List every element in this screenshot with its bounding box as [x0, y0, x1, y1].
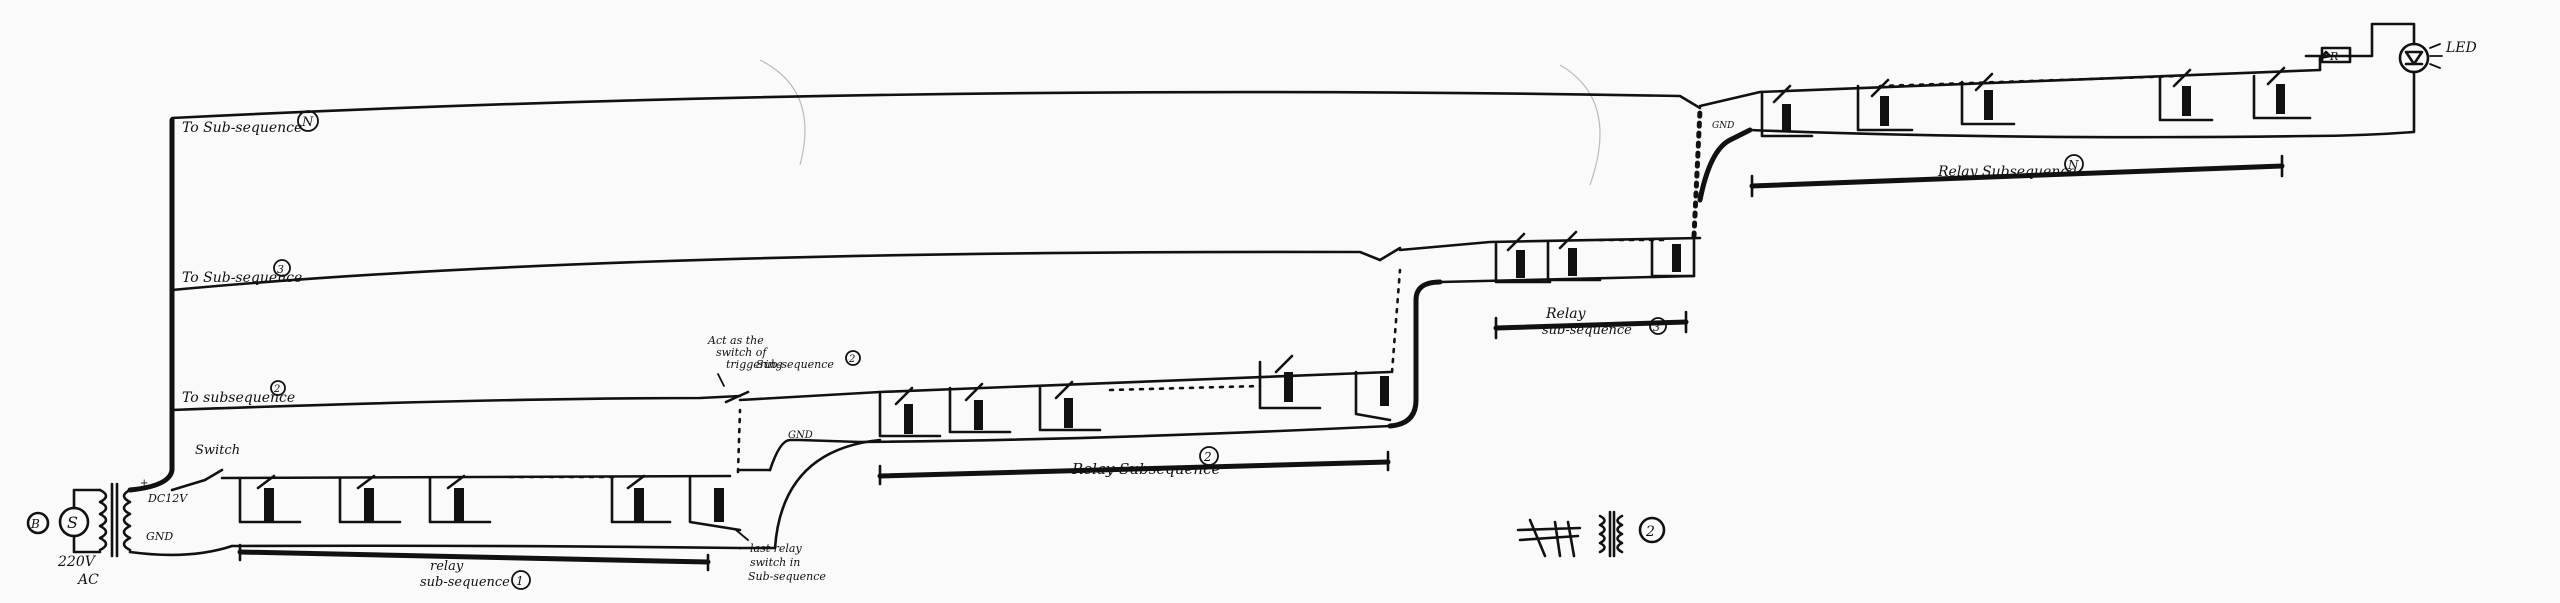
led-icon — [2398, 42, 2430, 74]
page-stamp: 2 — [1516, 510, 1666, 558]
seq-n-number-circle — [297, 110, 319, 132]
trigger-note-2: switch of — [716, 346, 768, 359]
stamp-transformer-icon — [1598, 510, 1624, 558]
seq3-trigger-switch-icon — [1378, 246, 1402, 262]
relay-icon — [2252, 66, 2312, 120]
relay-subsequence-3: Relay sub-sequence 3 — [1378, 230, 1702, 429]
seq3-label-line1: Relay — [1545, 306, 1587, 322]
svg-text:N: N — [301, 115, 314, 130]
ac-voltage-label: 220V — [57, 554, 97, 570]
relay-subsequence-n: GND Relay Subsequence N — [1691, 50, 2332, 239]
feed-to-seq-3-label: To Sub-sequence — [182, 270, 302, 286]
relay-icon — [1760, 84, 1814, 138]
svg-text:2: 2 — [848, 354, 855, 365]
relay-icon — [688, 476, 742, 532]
relay-icon — [878, 386, 942, 438]
gnd-top-label: GND — [1712, 121, 1734, 131]
main-bus — [127, 117, 175, 493]
svg-text:1: 1 — [516, 574, 524, 588]
relay-subsequence-2: GND Relay Subsequence 2 — [738, 354, 1392, 550]
bleed-through-arc — [759, 59, 806, 166]
relay-icon — [1650, 238, 1696, 278]
trigger-switch: Act as the switch of triggering Sub-sequ… — [707, 334, 861, 583]
feed-to-seq-2-label: To subsequence — [182, 390, 295, 406]
led-label: LED — [2445, 40, 2477, 56]
seq3-number-circle — [1649, 317, 1667, 335]
seq2-label: Relay Subsequence — [1071, 460, 1220, 478]
relay-icon — [1856, 78, 1914, 132]
transformer-primary-icon — [98, 488, 108, 552]
resistor-label: R — [2329, 50, 2338, 63]
svg-text:+: + — [140, 478, 148, 489]
last-relay-note-2: switch in — [750, 556, 800, 569]
trigger-switch-icon — [724, 390, 750, 404]
seqN-number-circle — [2064, 154, 2084, 174]
seq3-label-line2: sub-sequence — [1542, 323, 1632, 338]
last-relay-note-1: last relay — [750, 542, 802, 555]
seq-3-number-circle — [273, 259, 291, 277]
ac-source-symbol: S — [67, 513, 78, 532]
gnd-label: GND — [146, 530, 173, 543]
svg-text:3: 3 — [277, 263, 284, 276]
relay-subsequence-1: Switch relay sub-sequence 1 — [170, 443, 742, 590]
svg-text:2: 2 — [1203, 450, 1212, 464]
seq2-bracket — [877, 459, 1391, 479]
seq1-label-line2: sub-sequence — [420, 575, 510, 590]
trigger-note-1: Act as the — [707, 334, 764, 347]
seq1-number-circle — [511, 570, 531, 590]
circuit-marker-label: B — [30, 517, 40, 531]
ac-label: AC — [76, 572, 99, 588]
relay-icon — [1960, 72, 2016, 126]
relay-icon — [1258, 354, 1322, 410]
relay-icon — [238, 474, 302, 524]
feed-to-seq-n-label: To Sub-sequence — [182, 120, 302, 136]
svg-text:3: 3 — [1653, 321, 1660, 334]
gnd-mid-label: GND — [788, 430, 813, 441]
trigger-note-4: Sub-sequence — [756, 358, 834, 371]
seq2-number-circle — [1199, 446, 1219, 466]
relay-icon — [610, 474, 672, 524]
switch-icon — [203, 468, 224, 482]
last-relay-note-3: Sub-sequence — [748, 570, 826, 583]
relay-icon — [2158, 68, 2214, 122]
switch-label: Switch — [195, 443, 240, 458]
relay-icon — [948, 382, 1012, 434]
power-source: B S 220V AC DC12V GND + — [26, 478, 188, 588]
page-number: 2 — [1645, 524, 1655, 540]
relay-icon — [1038, 380, 1102, 432]
seq3-bracket — [1493, 319, 1689, 331]
trigger-number-circle — [845, 350, 861, 366]
seqN-label: Relay Subsequence — [1937, 164, 2076, 180]
feed-to-seq-n: To Sub-sequence N — [170, 90, 1702, 136]
seqN-bracket — [1749, 163, 2285, 189]
feed-to-seq-2: To subsequence 2 — [170, 380, 742, 412]
seq-2-number-circle — [270, 380, 286, 396]
dc-voltage-label: DC12V — [147, 492, 188, 505]
seq1-label-line1: relay — [430, 559, 464, 574]
relay-icon — [1354, 370, 1392, 422]
page-number-circle — [1638, 516, 1666, 544]
relay-icon — [1494, 232, 1552, 284]
seq1-bracket — [237, 549, 711, 565]
led-output: R LED — [2304, 22, 2477, 138]
svg-text:N: N — [2067, 158, 2079, 172]
transformer-secondary-icon — [122, 488, 132, 552]
relay-icon — [428, 474, 492, 524]
circuit-marker-icon — [26, 511, 50, 535]
feed-to-seq-3: To Sub-sequence 3 — [170, 250, 1382, 292]
relay-icon — [338, 474, 402, 524]
svg-text:2: 2 — [273, 384, 280, 395]
trigger-note-3: triggering — [726, 358, 783, 371]
bleed-through-arc — [1559, 64, 1601, 186]
